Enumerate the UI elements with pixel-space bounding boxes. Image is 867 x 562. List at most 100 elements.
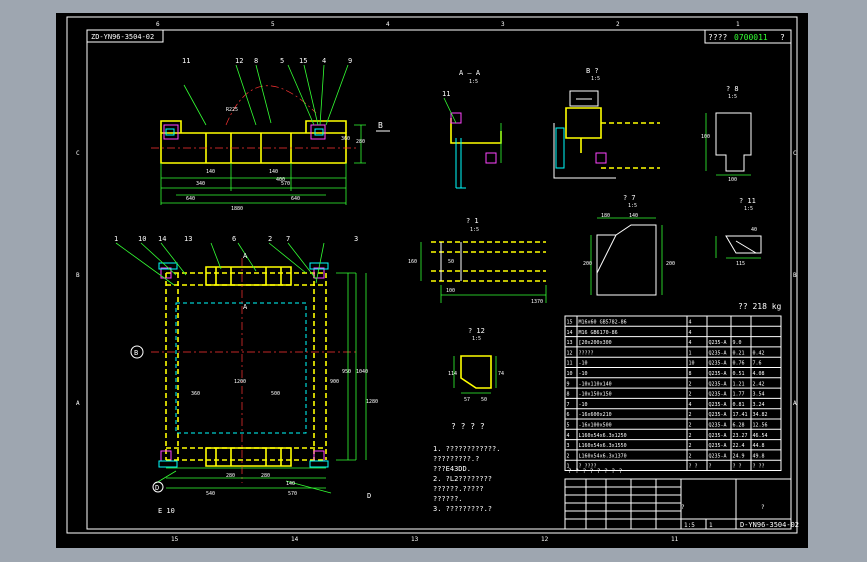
bom-cell: 1.21 bbox=[733, 381, 745, 387]
elevation-dimension: 640 bbox=[186, 196, 195, 202]
section-aa-view[interactable] bbox=[443, 97, 502, 189]
title-block-label-b: ? bbox=[761, 504, 765, 511]
bom-cell: 1 bbox=[567, 464, 570, 470]
detail-8-view[interactable] bbox=[705, 112, 752, 176]
bom-cell: Q235-A bbox=[709, 443, 727, 449]
bom-cell: 4 bbox=[689, 330, 692, 336]
bom-cell: 3 bbox=[567, 443, 570, 449]
plan-dimension: 280 bbox=[226, 473, 235, 479]
bom-cell: -10 bbox=[579, 402, 588, 408]
bom-cell: 4 bbox=[689, 320, 692, 326]
bom-cell: M16 GB6170-86 bbox=[579, 330, 618, 336]
bom-cell: 4 bbox=[689, 402, 692, 408]
bom-cell: 2.42 bbox=[753, 381, 765, 387]
plan-marker-bl-circle bbox=[152, 481, 164, 493]
bom-cell: [20x200x300 bbox=[579, 340, 612, 346]
detail-7-dim-d: 200 bbox=[666, 261, 675, 267]
elevation-balloon: 12 bbox=[235, 57, 243, 65]
detail-1-view[interactable] bbox=[420, 241, 547, 303]
bom-cell: 7 bbox=[567, 402, 570, 408]
grid-right-label: A bbox=[793, 400, 797, 407]
elevation-dimension: 1880 bbox=[231, 206, 243, 212]
bom-cell: Q235-A bbox=[709, 433, 727, 439]
bom-cell: ? ? bbox=[689, 464, 698, 470]
bom-cell: 6 bbox=[567, 412, 570, 418]
bom-cell: 17.41 bbox=[733, 412, 748, 418]
detail-1-scale: 1:5 bbox=[470, 227, 479, 233]
plan-balloon: 13 bbox=[184, 235, 192, 243]
grid-top-label: 3 bbox=[501, 21, 505, 28]
bom-cell: 22.4 bbox=[733, 443, 745, 449]
detail-11-view[interactable] bbox=[715, 235, 762, 259]
bom-cell: 5 bbox=[567, 423, 570, 429]
section-aa-title: A — A bbox=[459, 69, 481, 77]
bom-cell: ? ???? bbox=[579, 464, 597, 470]
title-top-right-code: 0700011 bbox=[734, 33, 768, 42]
title-block-label-a: ? bbox=[681, 504, 685, 511]
plan-view[interactable] bbox=[115, 242, 367, 494]
detail-12-title: ? 12 bbox=[468, 327, 485, 335]
bom-cell: Q235-A bbox=[709, 350, 727, 356]
title-top-right-prefix: ???? bbox=[708, 33, 727, 42]
bom-cell: 46.54 bbox=[753, 433, 768, 439]
bom-cell: -10x150x150 bbox=[579, 392, 612, 398]
elevation-section-marker: B bbox=[378, 121, 383, 130]
title-block-scale: 1:5 bbox=[684, 522, 695, 529]
detail-1-dim-d: 1370 bbox=[531, 299, 543, 305]
plan-label-bl: E 10 bbox=[158, 507, 175, 515]
plan-balloon: 2 bbox=[268, 235, 272, 243]
bom-cell: 12 bbox=[567, 350, 573, 356]
detail-1-dim-c: 100 bbox=[446, 288, 455, 294]
bom-cell: Q235-A bbox=[709, 453, 727, 459]
drawing-border bbox=[66, 16, 798, 534]
elevation-dimension: 140 bbox=[206, 169, 215, 175]
bom-cell: Q235-A bbox=[709, 361, 727, 367]
detail-12-view[interactable] bbox=[453, 355, 497, 394]
bom-cell: L160x54x6.3x1370 bbox=[579, 453, 627, 459]
detail-7-dim-c: 200 bbox=[583, 261, 592, 267]
bom-cell: M16x60 GB5782-86 bbox=[579, 320, 627, 326]
bom-cell: 9 bbox=[567, 381, 570, 387]
plan-marker-bl: D bbox=[155, 484, 159, 492]
bom-cell: Q235-A bbox=[709, 402, 727, 408]
detail-1-title: ? 1 bbox=[466, 217, 479, 225]
bom-cell: 2 bbox=[689, 392, 692, 398]
elevation-dimension: 570 bbox=[281, 181, 290, 187]
plan-section-bottom: A bbox=[243, 303, 248, 311]
grid-right-label: B bbox=[793, 272, 797, 279]
bom-cell: 4 bbox=[689, 340, 692, 346]
detail-7-dim-b: 140 bbox=[629, 213, 638, 219]
section-b-view[interactable] bbox=[553, 90, 660, 179]
bom-cell: 4 bbox=[567, 433, 570, 439]
grid-bottom-label: 12 bbox=[541, 536, 549, 543]
bom-cell: 34.82 bbox=[753, 412, 768, 418]
detail-11-dim-b: 115 bbox=[736, 261, 745, 267]
notes-list: 1. ????????????. ?????????.? ???E43DD.2.… bbox=[433, 445, 500, 513]
bom-cell: 1.77 bbox=[733, 392, 745, 398]
elevation-balloon: 4 bbox=[322, 57, 326, 65]
elevation-view[interactable] bbox=[151, 64, 366, 205]
drawing-number: D-YN96-3504-02 bbox=[740, 521, 799, 529]
bom-cell: 2 bbox=[689, 381, 692, 387]
plan-dimension: 1040 bbox=[356, 369, 368, 375]
elevation-dimension: 280 bbox=[356, 139, 365, 145]
bom-cell: Q235-A bbox=[709, 423, 727, 429]
elevation-dimension: 400 bbox=[276, 177, 285, 183]
detail-7-view[interactable] bbox=[590, 217, 663, 296]
plan-balloon: 6 bbox=[232, 235, 236, 243]
grid-top-label: 6 bbox=[156, 21, 160, 28]
elevation-dimension: R225 bbox=[226, 107, 238, 113]
bom-cell: L160x54x6.3x1550 bbox=[579, 443, 627, 449]
section-b-scale: 1:5 bbox=[591, 76, 600, 82]
grid-top-label: 1 bbox=[736, 21, 740, 28]
detail-8-scale: 1:5 bbox=[728, 94, 737, 100]
elevation-balloon: 5 bbox=[280, 57, 284, 65]
plan-dimension: 360 bbox=[191, 391, 200, 397]
plan-balloon: 7 bbox=[286, 235, 290, 243]
